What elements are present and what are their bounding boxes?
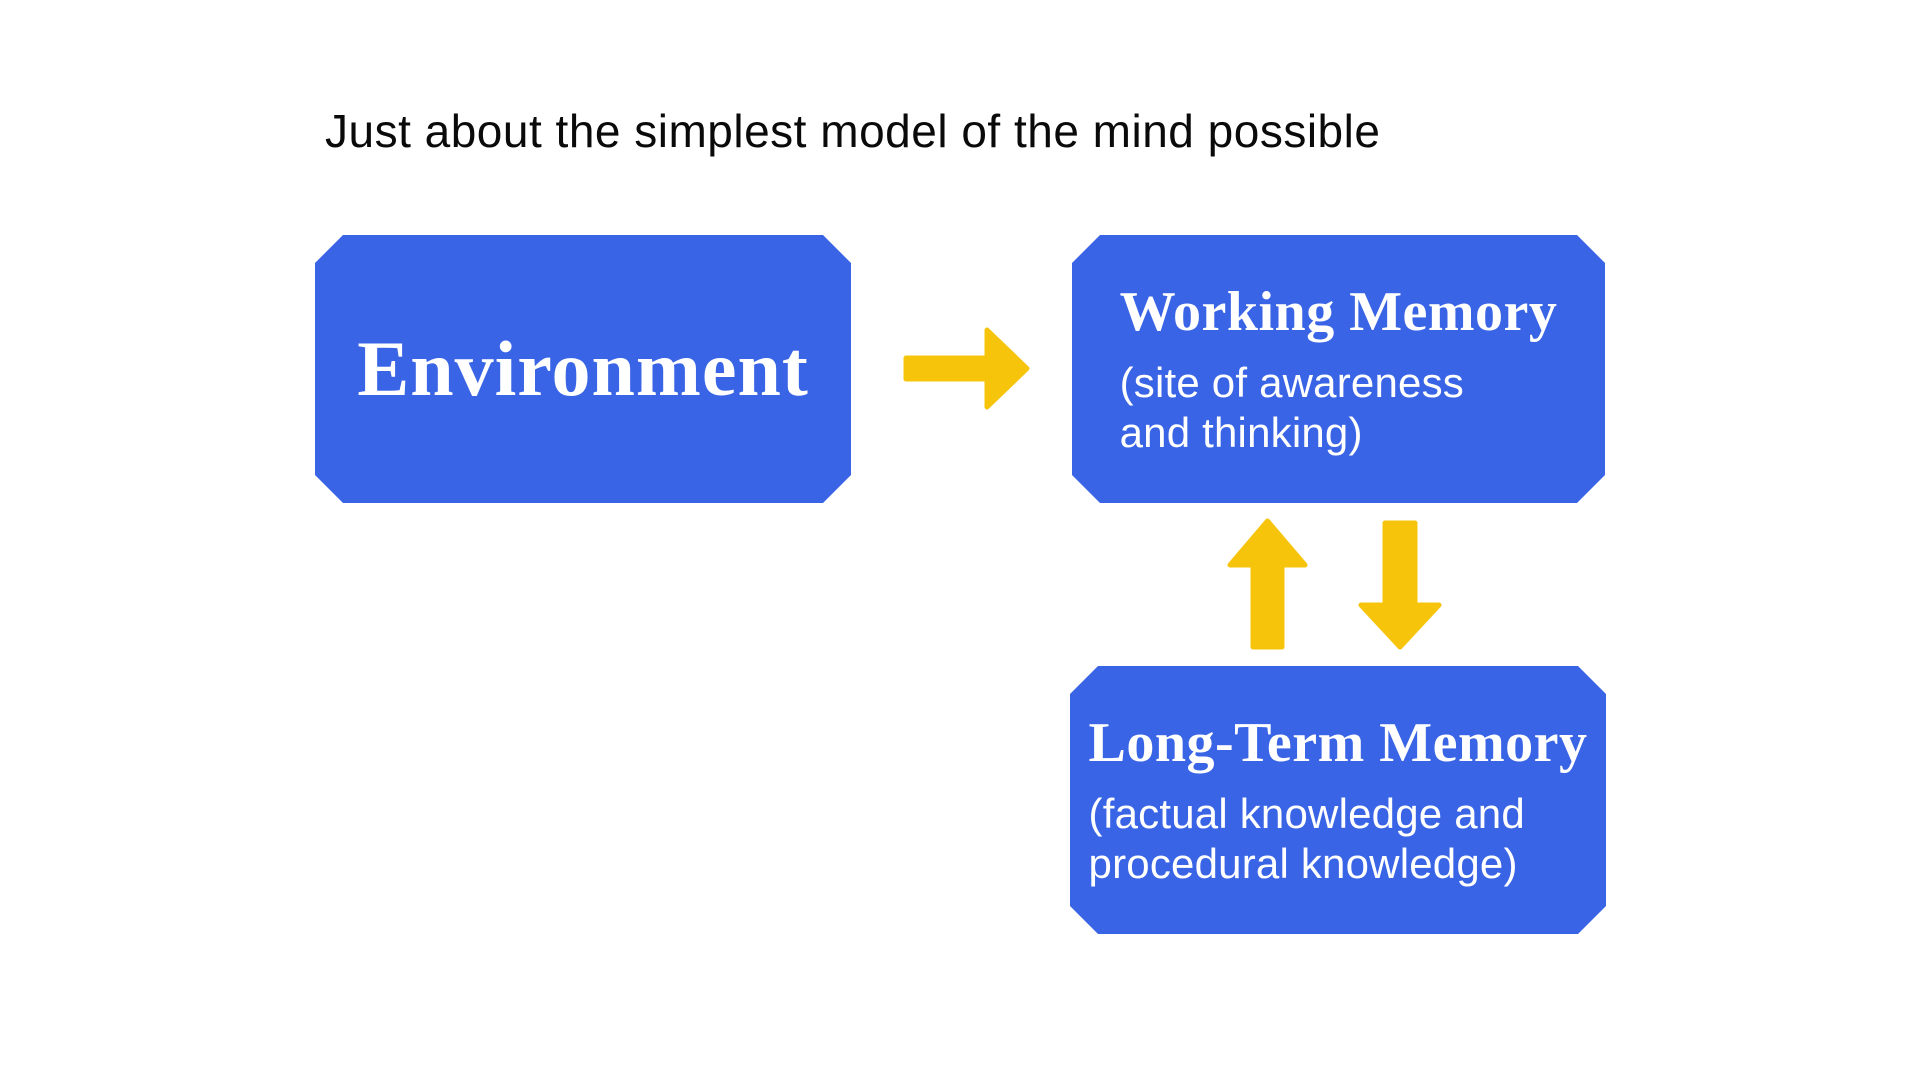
working-memory-description-line-1: (site of awareness <box>1119 359 1464 407</box>
arrow-right-icon <box>903 327 1030 410</box>
environment-box-content: Environment <box>357 326 809 412</box>
long-term-memory-box-content: Long-Term Memory (factual knowledge and … <box>1089 711 1588 889</box>
working-memory-heading: Working Memory <box>1119 280 1558 343</box>
long-term-memory-description-line-1: (factual knowledge and <box>1088 790 1525 838</box>
working-memory-box-content: Working Memory (site of awareness and th… <box>1120 280 1558 458</box>
working-memory-description-line-2: and thinking) <box>1119 409 1363 457</box>
environment-box: Environment <box>315 235 851 503</box>
long-term-memory-heading: Long-Term Memory <box>1088 711 1588 774</box>
long-term-memory-description-line-2: procedural knowledge) <box>1088 840 1518 888</box>
arrow-down-icon <box>1358 520 1442 650</box>
arrow-up-icon <box>1227 518 1308 650</box>
long-term-memory-box: Long-Term Memory (factual knowledge and … <box>1070 666 1606 934</box>
working-memory-box: Working Memory (site of awareness and th… <box>1072 235 1605 503</box>
diagram-title: Just about the simplest model of the min… <box>325 105 1381 157</box>
environment-heading: Environment <box>357 325 809 413</box>
